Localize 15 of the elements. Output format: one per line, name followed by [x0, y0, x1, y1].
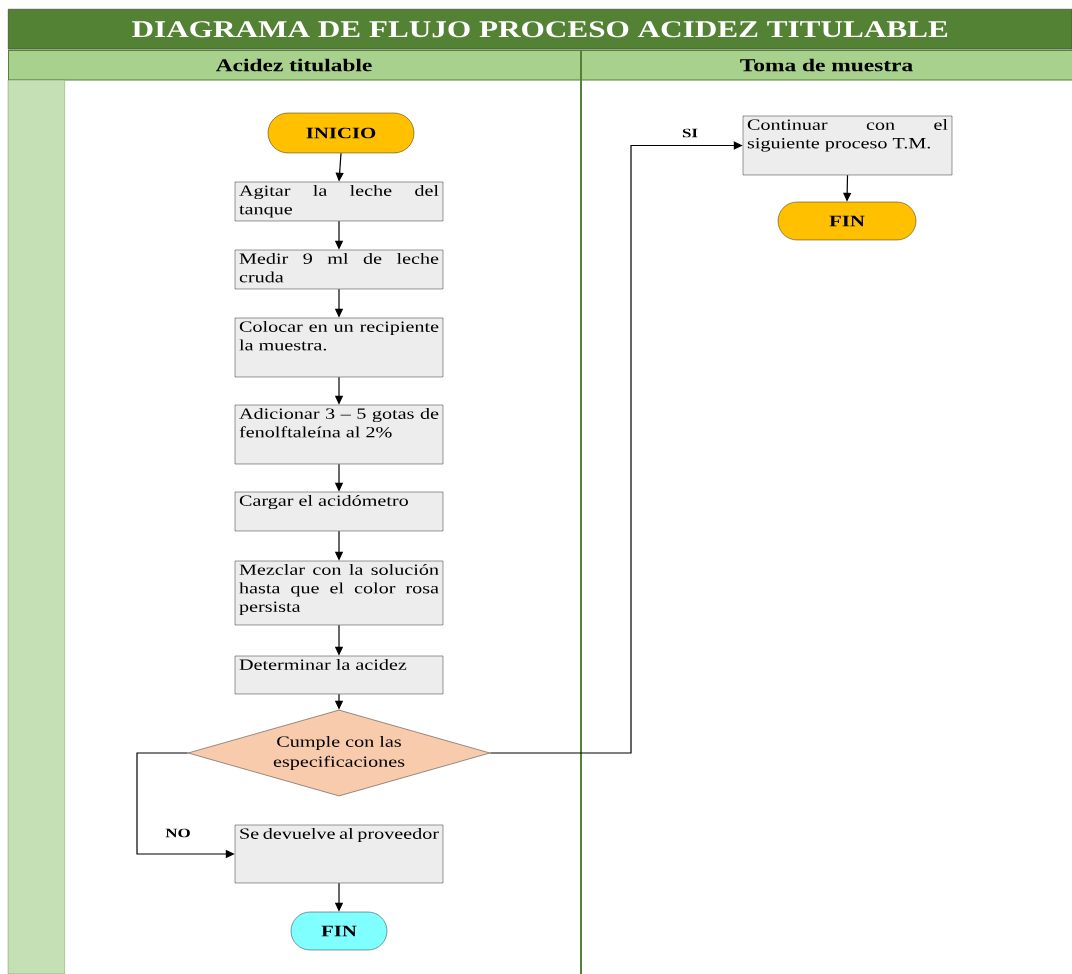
- title-band: DIAGRAMA DE FLUJO PROCESO ACIDEZ TITULABLE: [8, 9, 1072, 50]
- process-box: Continuar con el siguiente proceso T.M.: [742, 115, 953, 176]
- process-box: Cargar el acidómetro: [234, 491, 444, 532]
- process-box: Se devuelve al proveedor: [234, 824, 444, 884]
- edge-label: NO: [164, 827, 192, 839]
- process-box: Determinar la acidez: [234, 655, 444, 695]
- process-box: Agitar la leche del tanque: [234, 181, 444, 222]
- terminal: FIN: [290, 911, 388, 951]
- edge-label: SI: [681, 127, 699, 139]
- process-box: Adicionar 3 – 5 gotas de fenolftaleína al 2%: [234, 404, 444, 465]
- process-box: Medir 9 ml de leche cruda: [234, 249, 444, 290]
- terminal: FIN: [777, 201, 917, 241]
- process-box: Mezclar con la solución hasta que el color rosa persista: [234, 560, 444, 626]
- process-box: Colocar en un recipiente la muestra.: [234, 317, 444, 378]
- terminal: INICIO: [267, 112, 415, 154]
